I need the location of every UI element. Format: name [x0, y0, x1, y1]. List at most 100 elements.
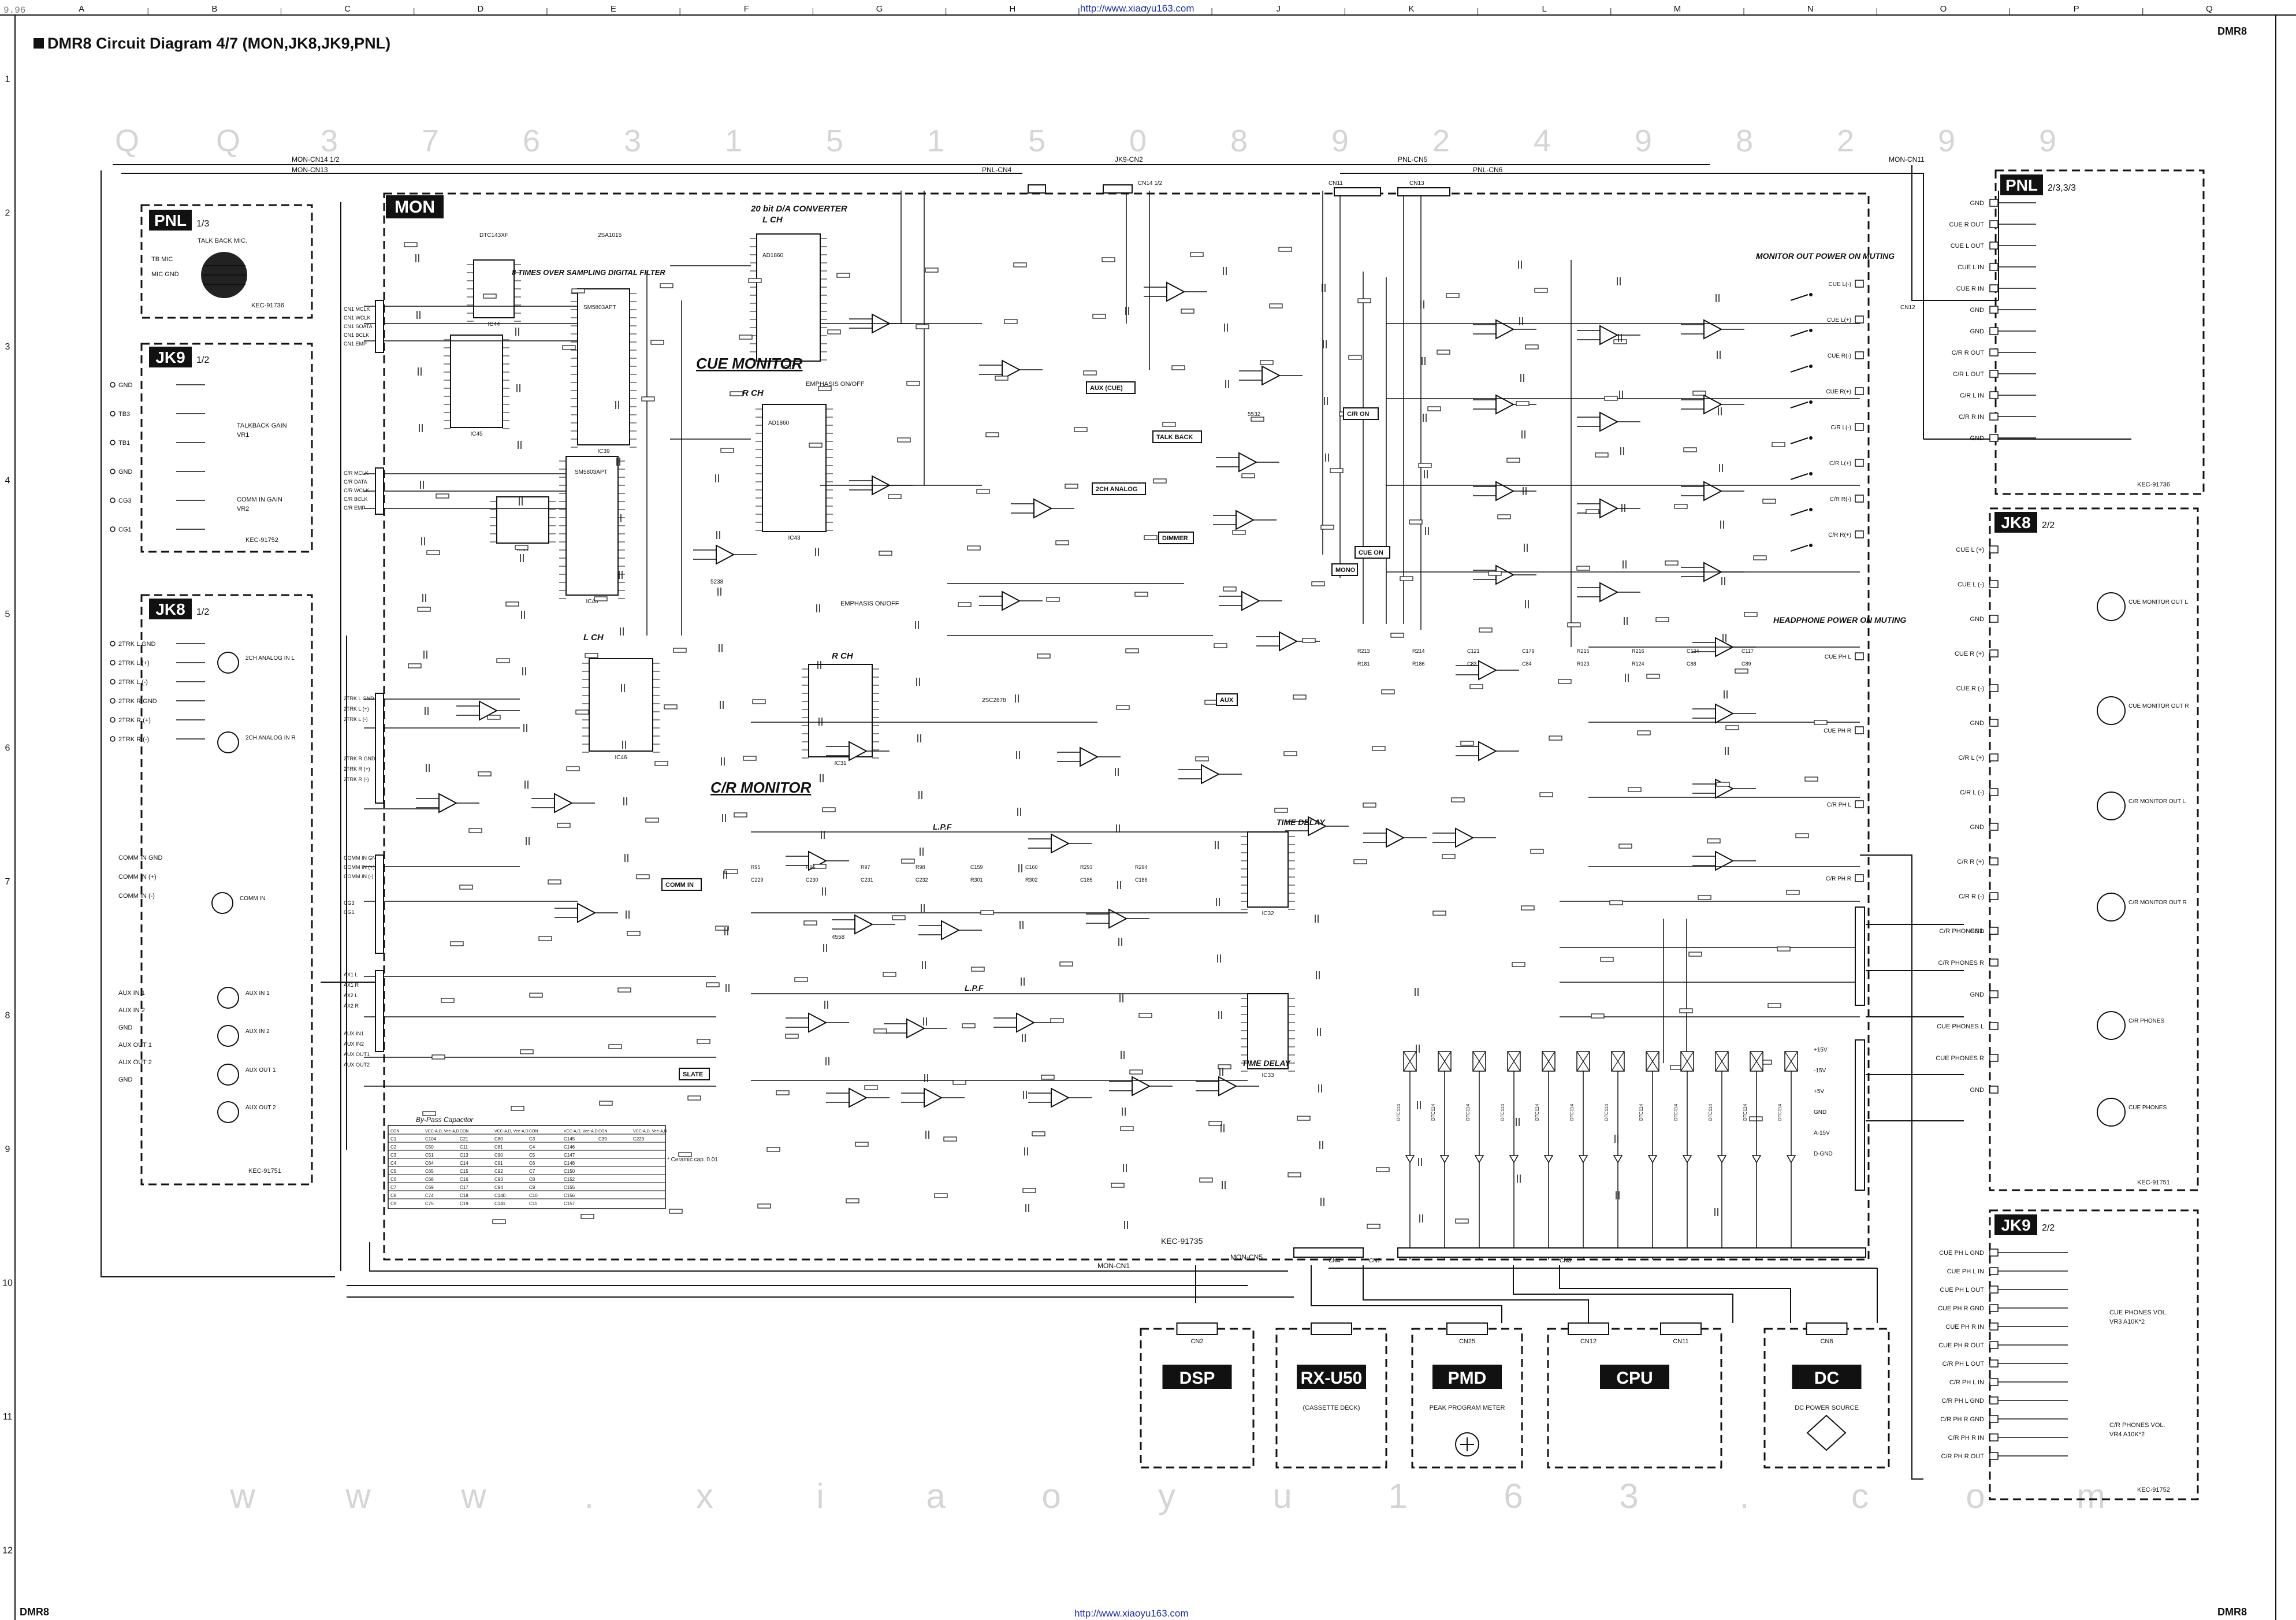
pnl-left-note: TALK BACK MIC.: [198, 237, 247, 244]
ic33-dac: [589, 658, 653, 752]
pin-terminal: [1855, 495, 1864, 503]
pnl-right-sheet: 2/3,3/3: [2048, 183, 2076, 193]
resistor-symbol: [1469, 684, 1483, 689]
function-label-2: 2CH ANALOG: [1096, 486, 1137, 493]
muting-output-7: C/R R(+): [1828, 532, 1851, 538]
connector-left: [375, 693, 384, 804]
pin-terminal: [1989, 990, 1999, 998]
signal-label-13: 2TRK R GND: [344, 756, 375, 761]
url-top[interactable]: http://www.xiaoyu163.com: [1080, 3, 1194, 14]
jk9-right-pot-0: CUE PHONES VOL.: [2109, 1309, 2168, 1316]
jk8-right-pin-11: GND: [1970, 928, 1985, 935]
resistor-symbol: [1232, 530, 1246, 535]
opamp-symbol: [1033, 498, 1053, 519]
resistor-symbol: [897, 437, 911, 443]
grid-row-10: 10: [2, 1278, 13, 1288]
conn-pnl-cn5: PNL-CN5: [1398, 155, 1428, 164]
pnl-right-pin-2: CUE L OUT: [1951, 243, 1985, 250]
grid-row-1: 1: [5, 75, 10, 84]
opamp-symbol: [1386, 827, 1405, 848]
watermark-char: Q: [216, 124, 240, 158]
pin-terminal: [1989, 1086, 1999, 1094]
watermark-char: i: [816, 1477, 824, 1515]
led-cross-icon: [1542, 1051, 1556, 1072]
resistor-symbol: [538, 936, 552, 941]
ic-label-0: IC44: [488, 321, 500, 328]
resistor-symbol: [855, 1142, 869, 1147]
resistor-symbol: [1777, 946, 1791, 952]
function-label-6: CUE ON: [1359, 549, 1383, 556]
ic-label-10: IC33: [1262, 1072, 1274, 1079]
jk9-right-board: JK9 2/2 CUE PHONES VOL. VR3 A10K*2 C/R P…: [1938, 1209, 2199, 1500]
pin-terminal: [1855, 652, 1864, 660]
relay-node: [1809, 436, 1813, 440]
watermark-char: Q: [115, 124, 139, 158]
resistor-symbol: [1753, 555, 1767, 560]
grid-col-M: M: [1674, 4, 1681, 14]
resistor-symbol: [697, 1039, 710, 1044]
jk9-left-sheet: 1/2: [196, 355, 209, 365]
signal-label-17: COMM IN (+): [344, 864, 375, 870]
bypass-table-cell: C19: [460, 1201, 468, 1206]
pin-terminal: [1989, 1378, 1999, 1386]
part-number-9: 5238: [710, 579, 724, 585]
opamp-symbol: [1016, 1012, 1036, 1033]
bypass-table-cell: C6: [390, 1177, 397, 1182]
ic37-delay: [1247, 831, 1289, 908]
watermark-char: w: [229, 1477, 255, 1515]
resistor-symbol: [1591, 1013, 1605, 1019]
pnl-right-pin-11: GND: [1970, 435, 1985, 442]
muting-output-4: C/R L(-): [1830, 425, 1851, 431]
resistor-symbol: [1367, 1224, 1380, 1229]
pnl-right-pin-4: CUE R IN: [1956, 285, 1984, 292]
jk8-right-pin-4: CUE R (-): [1956, 685, 1984, 692]
resistor-symbol: [1613, 339, 1627, 344]
signal-label-9: C/R EMP: [344, 505, 366, 511]
resistor-symbol: [943, 1136, 957, 1142]
jk9-right-pin-6: C/R PH L OUT: [1943, 1361, 1985, 1368]
resistor-symbol: [1004, 319, 1018, 324]
resistor-symbol: [1372, 746, 1386, 751]
resistor-symbol: [1032, 1131, 1045, 1136]
opamp-symbol: [1703, 319, 1723, 340]
muting-output-11: C/R PH R: [1826, 876, 1851, 882]
resistor-symbol: [1050, 1018, 1064, 1023]
grid-row-8: 8: [5, 1010, 10, 1020]
part-label: C89: [1741, 661, 1751, 667]
resistor-symbol: [1293, 694, 1307, 700]
title-cr-monitor: C/R MONITOR: [710, 779, 812, 796]
connector-cn4: [1293, 1247, 1364, 1258]
pin-terminal: [1989, 1359, 1999, 1368]
resistor-symbol: [483, 293, 497, 299]
pin-terminal: [1989, 391, 1999, 399]
jk8-right-pin-6: C/R L (+): [1958, 755, 1984, 761]
title-time-delay-top: TIME DELAY: [1277, 818, 1326, 827]
resistor-symbol: [641, 396, 655, 402]
diode-icon: [1405, 1155, 1415, 1164]
bypass-table-cell: C39: [598, 1136, 607, 1142]
resistor-symbol: [478, 771, 492, 776]
relay-contact-icon: [1790, 437, 1808, 444]
jk8-right-jack-0: CUE MONITOR OUT L: [2128, 599, 2188, 605]
jk9-right-pin-10: C/R PH R IN: [1948, 1435, 1984, 1441]
resistor-symbol: [1609, 900, 1623, 905]
muting-output-10: C/R PH L: [1827, 802, 1852, 808]
jk9-right-pin-0: CUE PH L GND: [1939, 1250, 1984, 1257]
relay-contact-icon: [1790, 545, 1808, 552]
resistor-symbol: [1181, 309, 1194, 314]
jk8-left-pin-14: GND: [118, 1076, 133, 1083]
resistor-symbol: [1190, 252, 1204, 257]
resistor-symbol: [720, 448, 734, 453]
url-bottom[interactable]: http://www.xiaoyu163.com: [1074, 1608, 1188, 1619]
diode-icon: [1751, 1155, 1762, 1164]
part-label: R186: [1412, 661, 1425, 667]
resistor-symbol: [1311, 581, 1325, 586]
page-title: DMR8 Circuit Diagram 4/7 (MON,JK8,JK9,PN…: [47, 35, 390, 52]
resistor-symbol: [1153, 478, 1167, 484]
led-cross-icon: [1750, 1051, 1763, 1072]
pin-terminal: [1989, 413, 1999, 421]
opamp-symbol: [1495, 319, 1515, 340]
resistor-symbol: [1604, 396, 1618, 401]
